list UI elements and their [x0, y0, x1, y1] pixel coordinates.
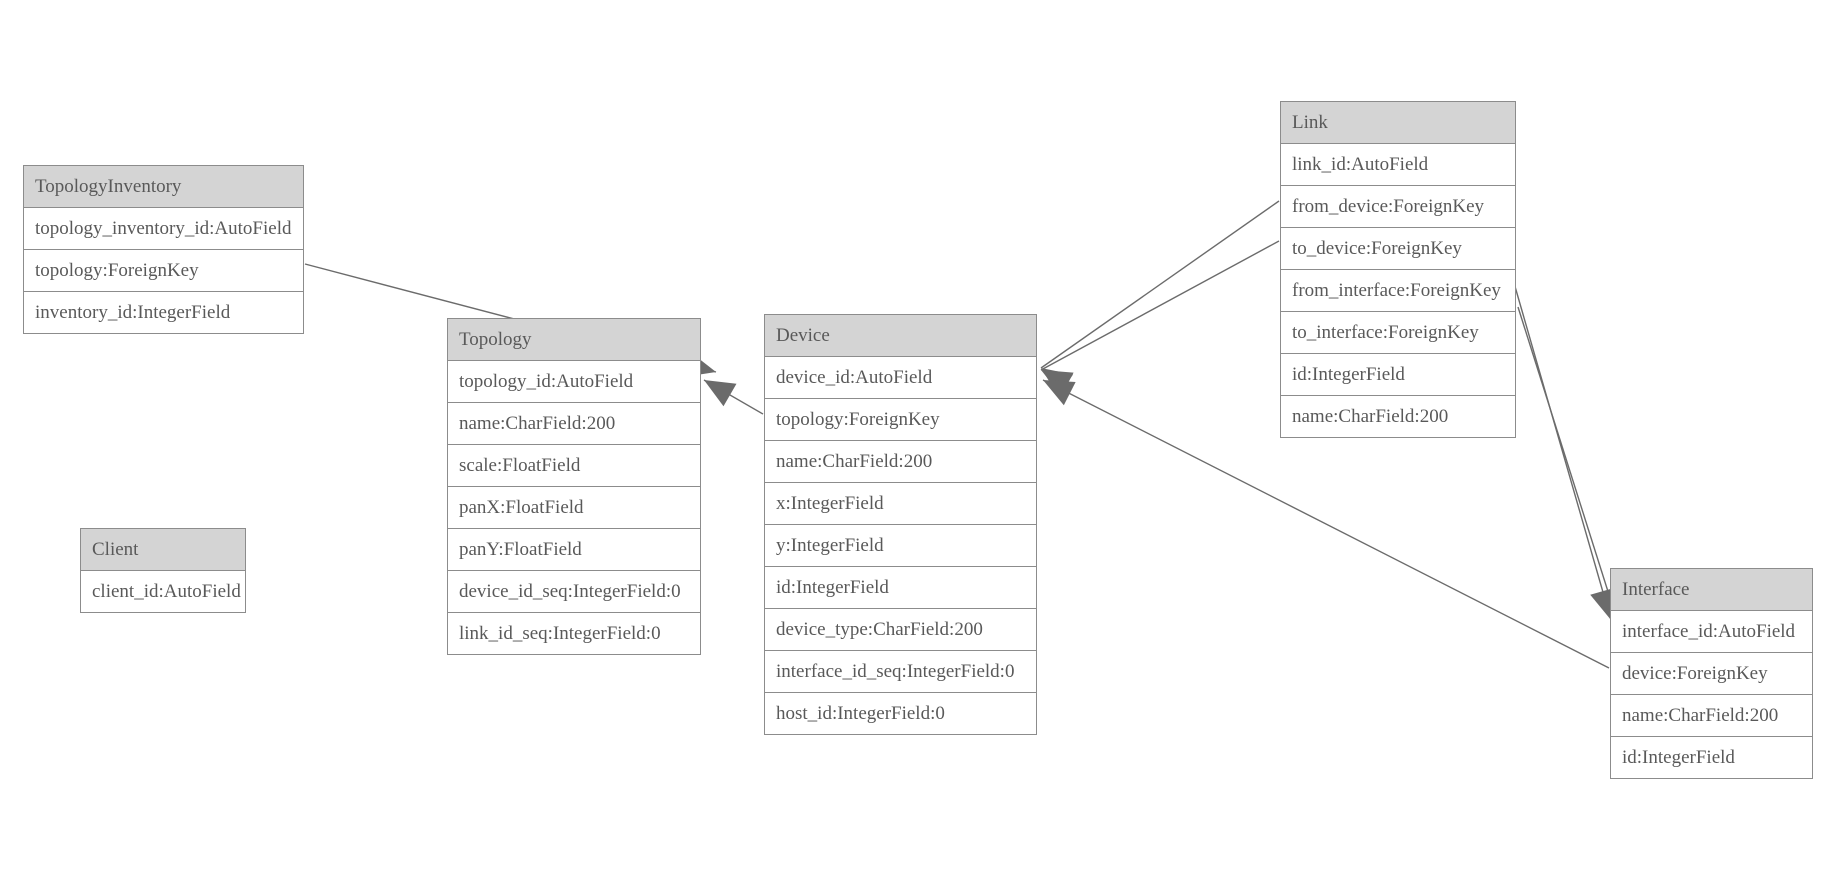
- entity-title-topology: Topology: [448, 319, 700, 361]
- entity-field-row[interactable]: link_id:AutoField: [1281, 144, 1515, 186]
- entity-field-row[interactable]: from_device:ForeignKey: [1281, 186, 1515, 228]
- entity-field-row[interactable]: topology:ForeignKey: [765, 399, 1036, 441]
- entity-field-row[interactable]: id:IntegerField: [765, 567, 1036, 609]
- entity-field-row[interactable]: topology:ForeignKey: [24, 250, 303, 292]
- relationship-arrowhead: [1041, 368, 1074, 396]
- entity-field-row[interactable]: name:CharField:200: [1281, 396, 1515, 437]
- entity-field-row[interactable]: interface_id_seq:IntegerField:0: [765, 651, 1036, 693]
- entity-field-row[interactable]: id:IntegerField: [1611, 737, 1812, 778]
- entity-field-row[interactable]: scale:FloatField: [448, 445, 700, 487]
- entity-field-row[interactable]: name:CharField:200: [1611, 695, 1812, 737]
- entity-title-topology_inventory: TopologyInventory: [24, 166, 303, 208]
- entity-field-row[interactable]: id:IntegerField: [1281, 354, 1515, 396]
- rel-link-frominterface-interface: [1513, 282, 1616, 621]
- relationship-line: [1040, 240, 1280, 371]
- relationship-arrowhead: [1043, 380, 1076, 406]
- relationship-arrowhead: [1041, 370, 1074, 396]
- entity-field-row[interactable]: name:CharField:200: [765, 441, 1036, 483]
- entity-title-interface: Interface: [1611, 569, 1812, 611]
- entity-field-row[interactable]: inventory_id:IntegerField: [24, 292, 303, 333]
- rel-link-todevice-device: [1040, 240, 1280, 396]
- entity-field-row[interactable]: panX:FloatField: [448, 487, 700, 529]
- entity-field-row[interactable]: interface_id:AutoField: [1611, 611, 1812, 653]
- relationship-line: [703, 379, 764, 415]
- entity-field-row[interactable]: client_id:AutoField: [81, 571, 245, 612]
- entity-field-row[interactable]: x:IntegerField: [765, 483, 1036, 525]
- relationship-arrowhead: [704, 380, 737, 407]
- entity-field-row[interactable]: name:CharField:200: [448, 403, 700, 445]
- entity-field-row[interactable]: to_interface:ForeignKey: [1281, 312, 1515, 354]
- entity-field-row[interactable]: device_id_seq:IntegerField:0: [448, 571, 700, 613]
- entity-field-row[interactable]: y:IntegerField: [765, 525, 1036, 567]
- rel-link-fromdevice-device: [1040, 200, 1280, 396]
- rel-device-topology: [703, 379, 764, 415]
- entity-field-row[interactable]: device:ForeignKey: [1611, 653, 1812, 695]
- entity-fields-client: client_id:AutoField: [81, 571, 245, 612]
- entity-title-client: Client: [81, 529, 245, 571]
- relationship-line: [1513, 282, 1612, 621]
- relationship-line: [1517, 306, 1618, 621]
- relationship-line: [1040, 200, 1280, 369]
- entity-field-row[interactable]: host_id:IntegerField:0: [765, 693, 1036, 734]
- entity-field-row[interactable]: topology_id:AutoField: [448, 361, 700, 403]
- entity-title-link: Link: [1281, 102, 1515, 144]
- entity-field-row[interactable]: device_type:CharField:200: [765, 609, 1036, 651]
- entity-field-row[interactable]: device_id:AutoField: [765, 357, 1036, 399]
- entity-field-row[interactable]: panY:FloatField: [448, 529, 700, 571]
- entity-field-row[interactable]: topology_inventory_id:AutoField: [24, 208, 303, 250]
- entity-field-row[interactable]: from_interface:ForeignKey: [1281, 270, 1515, 312]
- entity-field-row[interactable]: link_id_seq:IntegerField:0: [448, 613, 700, 654]
- entity-field-row[interactable]: to_device:ForeignKey: [1281, 228, 1515, 270]
- entity-title-device: Device: [765, 315, 1036, 357]
